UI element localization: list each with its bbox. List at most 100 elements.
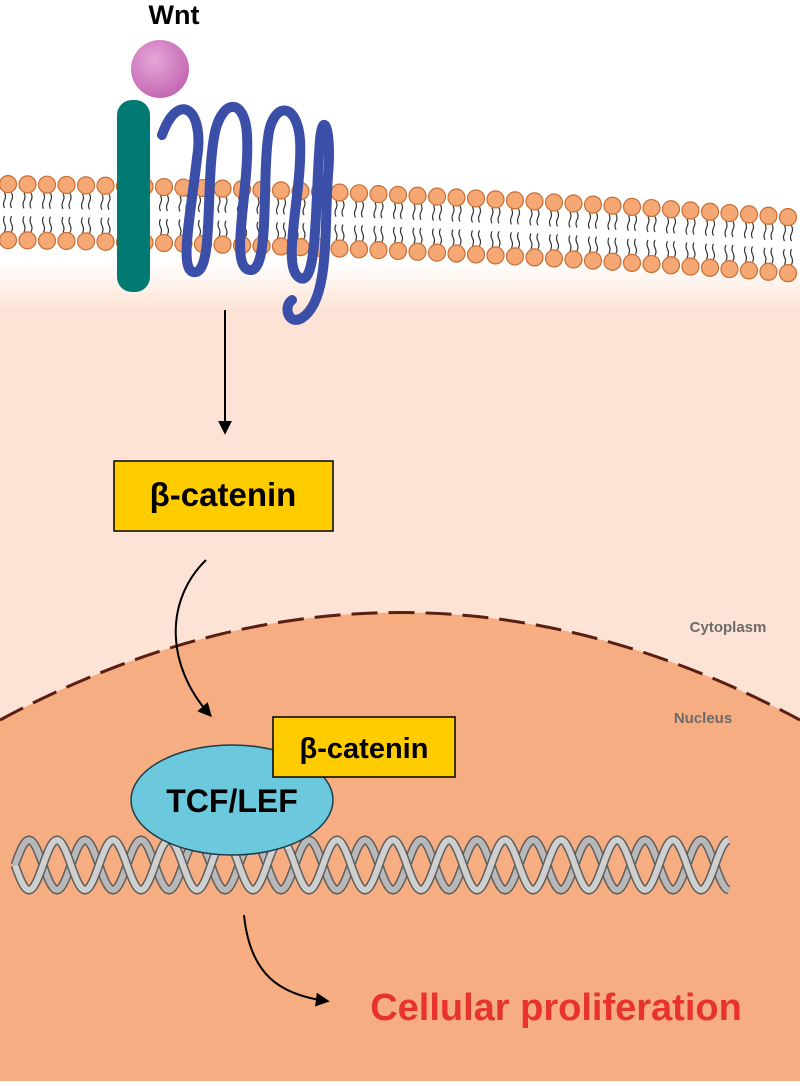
lipid-tail bbox=[731, 244, 735, 261]
lipid-tail bbox=[22, 192, 26, 209]
lipid-tail bbox=[692, 242, 696, 259]
cytoplasm-label: Cytoplasm bbox=[690, 619, 767, 636]
lipid-head bbox=[96, 232, 115, 251]
lipid-head bbox=[759, 206, 778, 225]
lipid-head bbox=[486, 246, 505, 265]
lipid-tail bbox=[724, 221, 728, 238]
lipid-tail bbox=[665, 217, 670, 234]
tcf-lef-label: TCF/LEF bbox=[166, 783, 298, 819]
lipid-head bbox=[57, 231, 76, 251]
lipid-tail bbox=[380, 225, 384, 242]
lipid-tail bbox=[68, 193, 72, 210]
lipid-head bbox=[213, 179, 232, 198]
dna-strand bbox=[12, 836, 730, 894]
lipid-head bbox=[642, 254, 661, 274]
lipid-tail bbox=[477, 206, 482, 223]
lipid-tail bbox=[594, 236, 599, 253]
lipid-head bbox=[349, 184, 369, 203]
lipid-tail bbox=[373, 202, 377, 219]
lipid-tail bbox=[763, 247, 767, 264]
beta-catenin-box-cytoplasm bbox=[113, 460, 334, 532]
lipid-tail bbox=[470, 230, 475, 247]
lipid-head bbox=[408, 242, 427, 261]
lipid-head bbox=[213, 235, 232, 254]
lipid-tail bbox=[9, 192, 14, 209]
lipid-tail bbox=[61, 193, 65, 210]
lipid-head bbox=[661, 200, 681, 219]
lipid-tail bbox=[2, 192, 7, 209]
lipid-tail bbox=[743, 246, 748, 263]
lipid-tail bbox=[419, 227, 423, 244]
lipid-tail bbox=[61, 216, 65, 233]
beta-catenin-label-nucleus: β-catenin bbox=[300, 733, 429, 765]
lipid-head bbox=[349, 240, 369, 259]
lipid-head bbox=[154, 233, 174, 253]
lipid-head bbox=[583, 251, 603, 270]
lipid-head bbox=[486, 190, 505, 209]
lipid-tail bbox=[431, 228, 436, 245]
lipid-tail bbox=[353, 201, 358, 218]
lipid-tail bbox=[490, 231, 494, 248]
lipid-head bbox=[700, 202, 720, 221]
lipid-tail bbox=[665, 240, 670, 258]
lipid-tail bbox=[100, 193, 104, 211]
lipid-tail bbox=[282, 222, 287, 239]
lipid-head bbox=[369, 185, 388, 204]
lipid-head bbox=[720, 203, 739, 223]
lipid-tail bbox=[9, 215, 14, 232]
coreceptor-icon bbox=[117, 100, 150, 292]
lipid-tail bbox=[107, 217, 111, 234]
lipid-tail bbox=[587, 212, 592, 229]
lipid-tail bbox=[275, 222, 280, 239]
lipid-tail bbox=[158, 195, 163, 212]
lipid-tail bbox=[87, 217, 92, 234]
lipid-tail bbox=[672, 240, 677, 258]
lipid-tail bbox=[341, 224, 345, 241]
lipid-head bbox=[603, 252, 622, 271]
lipid-tail bbox=[731, 221, 735, 238]
lipid-head bbox=[37, 175, 57, 194]
lipid-tail bbox=[100, 217, 104, 234]
dna-double-helix-icon bbox=[10, 835, 731, 895]
lipid-head bbox=[681, 201, 700, 220]
lipid-tail bbox=[48, 216, 53, 233]
lipid-tail bbox=[568, 211, 572, 228]
lipid-head bbox=[583, 195, 603, 214]
lipid-tail bbox=[419, 203, 423, 221]
lipid-tail bbox=[197, 219, 202, 236]
lipid-head bbox=[466, 189, 486, 208]
lipid-tail bbox=[224, 220, 228, 237]
lipid-tail bbox=[724, 244, 728, 261]
lipid-head bbox=[408, 186, 427, 205]
lipid-tail bbox=[341, 200, 345, 217]
lipid-tail bbox=[529, 209, 533, 226]
lipid-tail bbox=[763, 223, 767, 241]
lipid-tail bbox=[451, 229, 455, 246]
lipid-tail bbox=[594, 212, 599, 229]
lipid-tail bbox=[165, 218, 170, 235]
lipid-tail bbox=[607, 237, 611, 254]
lipid-tail bbox=[653, 239, 657, 256]
plasma-membrane bbox=[0, 175, 798, 283]
lipid-tail bbox=[536, 233, 540, 250]
lipid-tail bbox=[29, 192, 33, 209]
lipid-tail bbox=[548, 210, 553, 227]
lipid-tail bbox=[438, 204, 443, 221]
lipid-tail bbox=[41, 216, 46, 233]
lipid-head bbox=[505, 247, 525, 266]
lipid-tail bbox=[360, 201, 365, 218]
lipid-tail bbox=[497, 207, 501, 224]
lipid-tail bbox=[770, 223, 774, 241]
lipid-tail bbox=[633, 215, 638, 232]
lipid-tail bbox=[399, 203, 404, 220]
lipid-head bbox=[0, 175, 18, 194]
lipid-tail bbox=[614, 237, 618, 254]
lipid-head bbox=[427, 187, 447, 206]
lipid-head bbox=[271, 181, 291, 200]
lipid-tail bbox=[470, 206, 475, 223]
lipid-tail bbox=[685, 218, 689, 235]
lipid-head bbox=[37, 231, 57, 250]
lipid-head bbox=[603, 196, 622, 215]
lipid-tail bbox=[704, 220, 709, 237]
